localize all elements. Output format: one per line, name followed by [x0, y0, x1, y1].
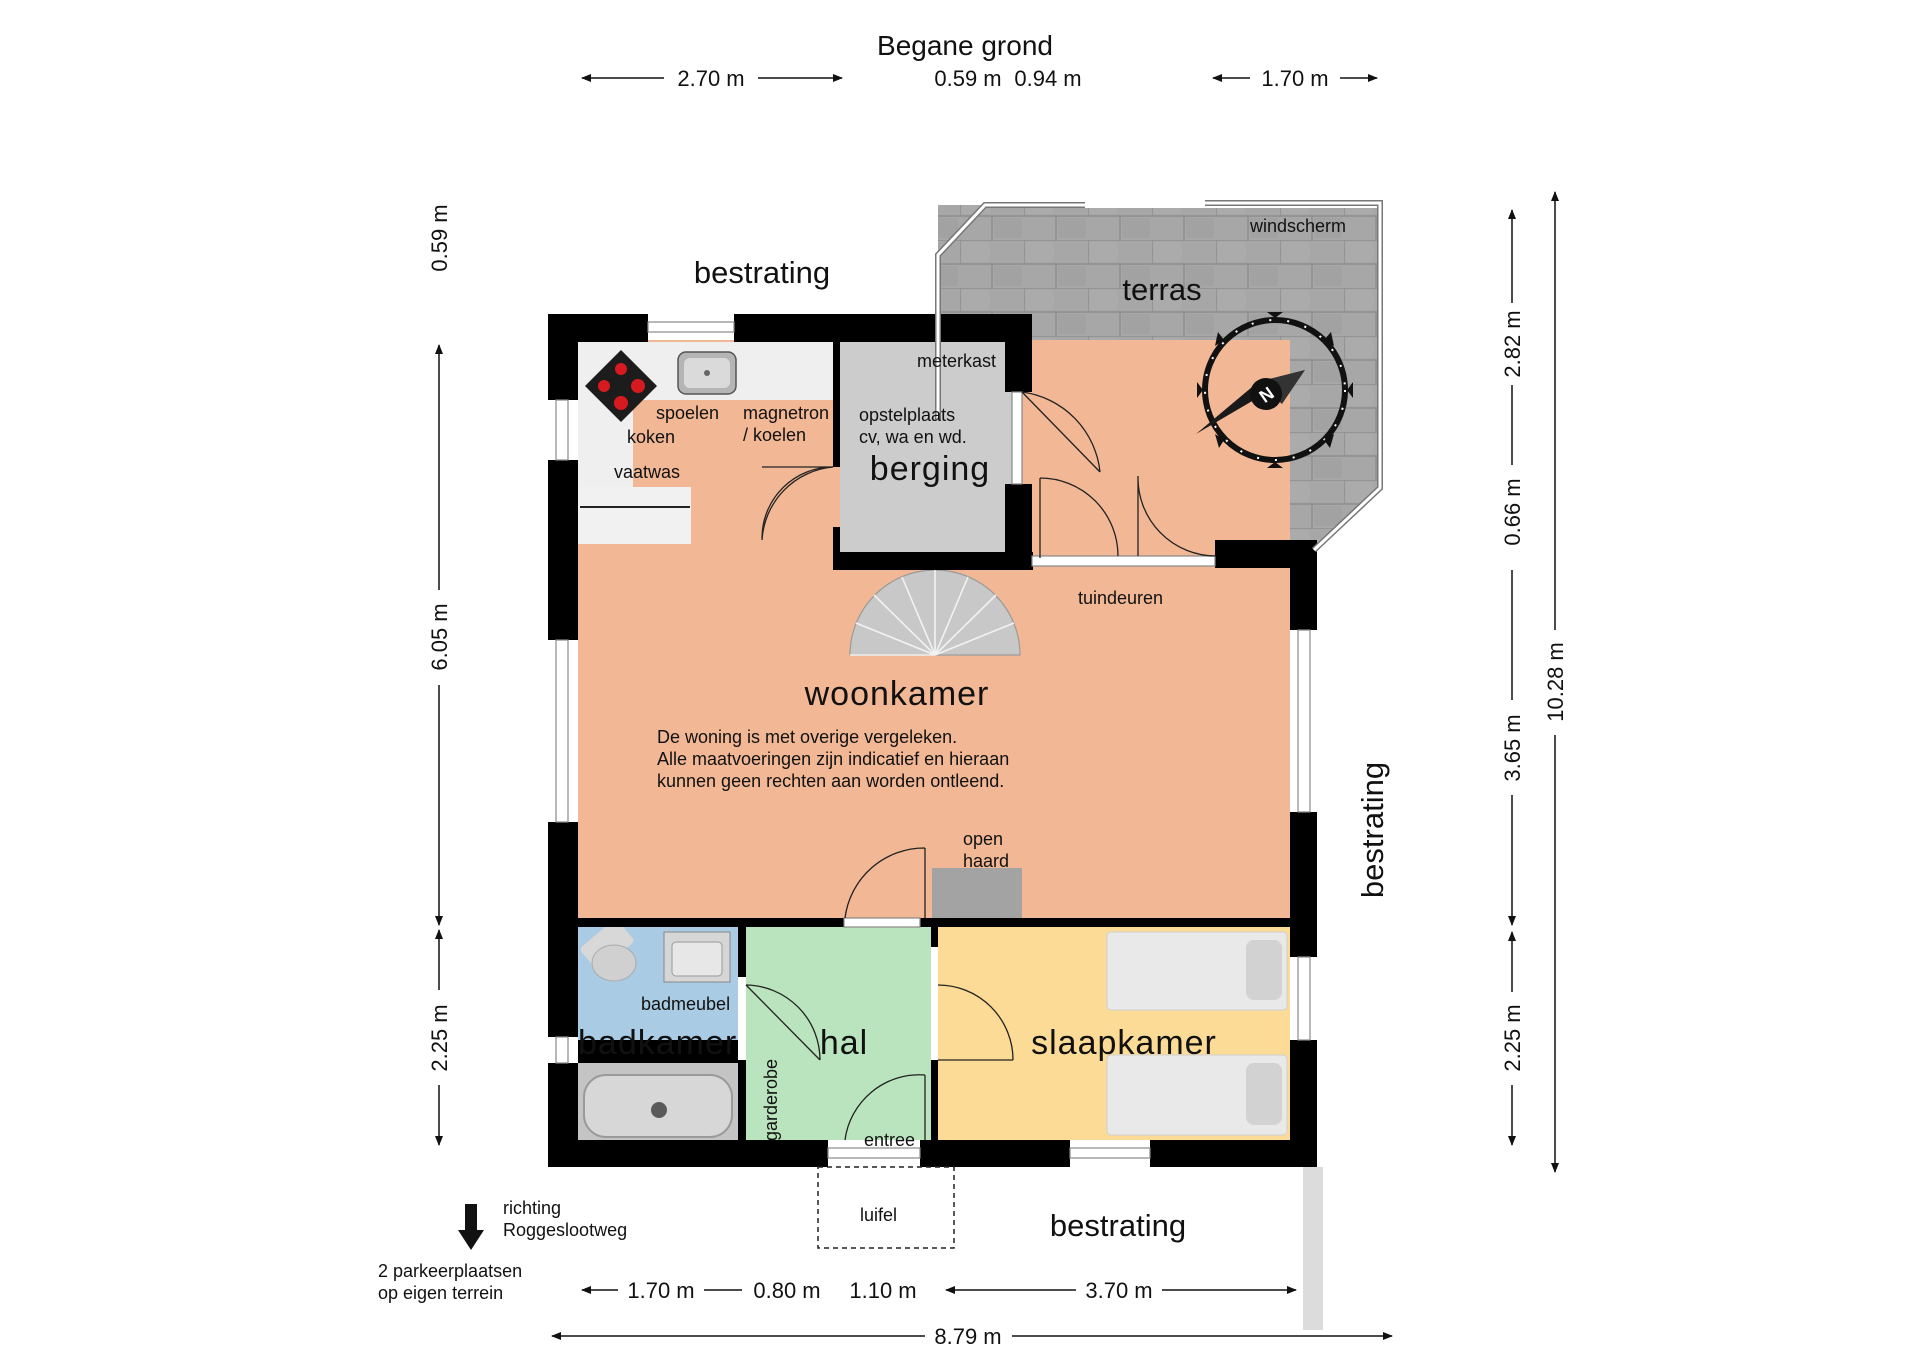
- label-roggeslootweg: Roggeslootweg: [503, 1220, 627, 1240]
- label-haard: haard: [963, 851, 1009, 871]
- label-opstelplaats-sub: cv, wa en wd.: [859, 427, 967, 447]
- dim-top-1-70: 1.70 m: [1261, 66, 1328, 91]
- dim-bottom-1-70: 1.70 m: [627, 1278, 694, 1303]
- dim-right-3-65: 3.65 m: [1500, 714, 1525, 781]
- label-opstelplaats: opstelplaats: [859, 405, 955, 425]
- label-meterkast: meterkast: [917, 351, 996, 371]
- label-luifel: luifel: [860, 1205, 897, 1225]
- dim-right-total: 10.28 m: [1543, 642, 1568, 722]
- label-bestrating-right: bestrating: [1355, 762, 1390, 898]
- dim-top-0-59: 0.59 m: [934, 66, 1001, 91]
- dim-left-6-05: 6.05 m: [427, 603, 452, 670]
- label-tuindeuren: tuindeuren: [1078, 588, 1163, 608]
- dim-left-0-59: 0.59 m: [427, 204, 452, 271]
- label-badmeubel: badmeubel: [641, 994, 730, 1014]
- arrow-down-icon: [458, 1204, 484, 1250]
- disclaimer-line-1: De woning is met overige vergeleken.: [657, 727, 957, 747]
- label-parkeer-1: 2 parkeerplaatsen: [378, 1261, 522, 1281]
- bed-top: [1106, 931, 1288, 1011]
- label-koelen: / koelen: [743, 425, 806, 445]
- label-bestrating-bottom: bestrating: [1050, 1208, 1186, 1243]
- label-open: open: [963, 829, 1003, 849]
- label-richting: richting: [503, 1198, 561, 1218]
- label-garderobe: garderobe: [761, 1059, 781, 1141]
- dim-right-2-25: 2.25 m: [1500, 1004, 1525, 1071]
- luifel-outline: [817, 1166, 955, 1249]
- berging-area: [840, 342, 1012, 552]
- room-label-woonkamer: woonkamer: [804, 675, 990, 713]
- fireplace: [932, 868, 1022, 918]
- doors: [745, 391, 1217, 1141]
- walls: [548, 314, 1317, 1167]
- label-vaatwas: vaatwas: [614, 462, 680, 482]
- room-label-slaapkamer: slaapkamer: [1031, 1024, 1217, 1062]
- disclaimer-line-3: kunnen geen rechten aan worden ontleend.: [657, 771, 1004, 791]
- label-magnetron: magnetron: [743, 403, 829, 423]
- dim-left-2-25: 2.25 m: [427, 1004, 452, 1071]
- label-spoelen: spoelen: [656, 403, 719, 423]
- staircase: [849, 569, 1021, 656]
- dim-right-2-82: 2.82 m: [1500, 310, 1525, 377]
- label-entree: entree: [864, 1130, 915, 1150]
- bed-bottom: [1106, 1054, 1288, 1136]
- dim-top-2-70: 2.70 m: [677, 66, 744, 91]
- disclaimer-line-2: Alle maatvoeringen zijn indicatief en hi…: [657, 749, 1009, 769]
- dim-top-0-94: 0.94 m: [1014, 66, 1081, 91]
- washbasin-icon: [663, 931, 731, 983]
- label-bestrating-top: bestrating: [694, 255, 830, 290]
- room-label-badkamer: badkamer: [578, 1024, 737, 1062]
- dim-right-0-66: 0.66 m: [1500, 478, 1525, 545]
- sink-icon: [677, 351, 737, 395]
- dim-bottom-0-80: 0.80 m: [753, 1278, 820, 1303]
- dim-bottom-1-10: 1.10 m: [849, 1278, 916, 1303]
- toilet-icon: [580, 919, 637, 982]
- label-parkeer-2: op eigen terrein: [378, 1283, 503, 1303]
- room-label-terras: terras: [1122, 272, 1201, 307]
- compass-icon: N: [1196, 312, 1353, 468]
- room-label-hal: hal: [820, 1024, 868, 1062]
- windscherm: [935, 200, 1383, 553]
- label-koken: koken: [627, 427, 675, 447]
- hal-area: [746, 927, 931, 1140]
- dishwasher: [578, 487, 691, 544]
- hob-icon: [585, 350, 657, 422]
- windows: [555, 321, 1311, 1159]
- dim-bottom-total: 8.79 m: [934, 1324, 1001, 1349]
- room-label-berging: berging: [870, 450, 990, 488]
- dim-bottom-3-70: 3.70 m: [1085, 1278, 1152, 1303]
- plan-title: Begane grond: [877, 30, 1053, 61]
- bathtub-icon: [583, 1074, 733, 1138]
- path-strip: [1303, 1167, 1323, 1330]
- label-windscherm: windscherm: [1249, 216, 1346, 236]
